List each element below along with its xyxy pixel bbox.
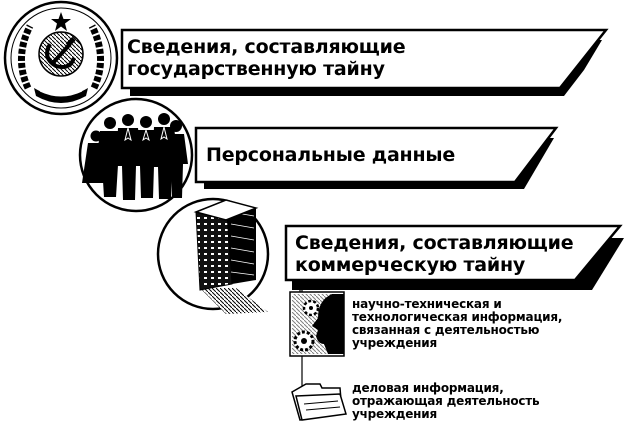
people-group-icon (78, 97, 194, 213)
label-business-info: деловая информация, отражающая деятельно… (352, 381, 540, 421)
label-technical-info: научно-техническая и технологическая инф… (352, 297, 563, 350)
gear-head-icon (289, 291, 345, 357)
ussr-emblem-icon (3, 0, 119, 116)
label-personal-data: Персональные данные (206, 144, 456, 166)
banner-personal-data (194, 126, 559, 189)
label-commercial-secret: Сведения, составляющие коммерческую тайн… (295, 232, 574, 276)
folder-icon (291, 383, 347, 421)
office-building-icon (156, 197, 270, 314)
label-state-secret: Сведения, составляющие государственную т… (127, 36, 406, 80)
banner-commercial-secret (284, 224, 624, 290)
banner-state-secret (120, 28, 609, 96)
